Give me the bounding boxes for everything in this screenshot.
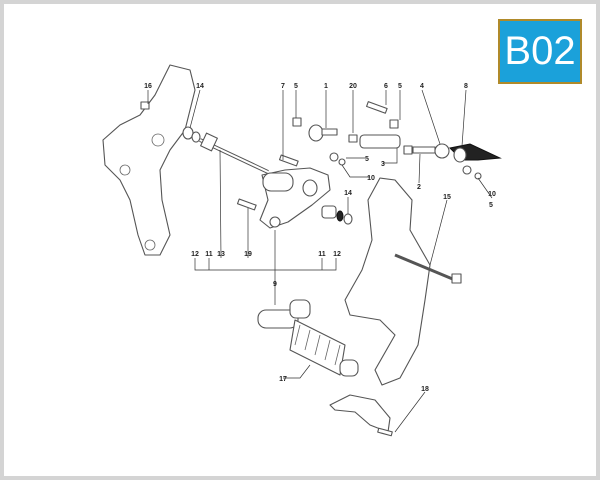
tie-rod-3 xyxy=(359,134,401,149)
bracket-18 xyxy=(329,394,391,433)
callout: 5 xyxy=(294,83,298,90)
bolt-15 xyxy=(394,253,456,282)
shock-absorber-17 xyxy=(257,299,359,377)
callout-labels: 16 14 7 5 1 20 6 5 4 8 5 10 3 2 10 5 14 … xyxy=(144,83,496,393)
callout: 19 xyxy=(244,251,252,258)
callout: 14 xyxy=(344,190,352,197)
nut-16 xyxy=(140,101,150,110)
callout: 5 xyxy=(489,202,493,209)
callout: 17 xyxy=(279,376,287,383)
callout: 12 xyxy=(191,251,199,258)
section-badge: B02 xyxy=(498,19,582,84)
callout: 20 xyxy=(349,83,357,90)
callout: 18 xyxy=(421,386,429,393)
callout: 10 xyxy=(488,191,496,198)
callout: 4 xyxy=(420,83,424,90)
callout: 10 xyxy=(367,175,375,182)
callout: 11 xyxy=(205,251,213,258)
bolt-19 xyxy=(236,198,257,211)
callout: 15 xyxy=(443,194,451,201)
callout: 13 xyxy=(217,251,225,258)
left-frame-bracket xyxy=(102,64,196,256)
rod-end-1 xyxy=(308,124,324,142)
callout: 7 xyxy=(281,83,285,90)
callout: 11 xyxy=(318,251,326,258)
callout: 3 xyxy=(381,161,385,168)
bolt-7 xyxy=(278,154,299,167)
callout: 5 xyxy=(398,83,402,90)
callout: 1 xyxy=(324,83,328,90)
callout: 14 xyxy=(196,83,204,90)
rod-end-4 xyxy=(434,143,450,159)
callout: 12 xyxy=(333,251,341,258)
callout: 9 xyxy=(273,281,277,288)
callout: 2 xyxy=(417,184,421,191)
right-frame-bracket xyxy=(344,177,431,386)
callout: 8 xyxy=(464,83,468,90)
callout: 6 xyxy=(384,83,388,90)
callout: 5 xyxy=(365,156,369,163)
callout: 16 xyxy=(144,83,152,90)
